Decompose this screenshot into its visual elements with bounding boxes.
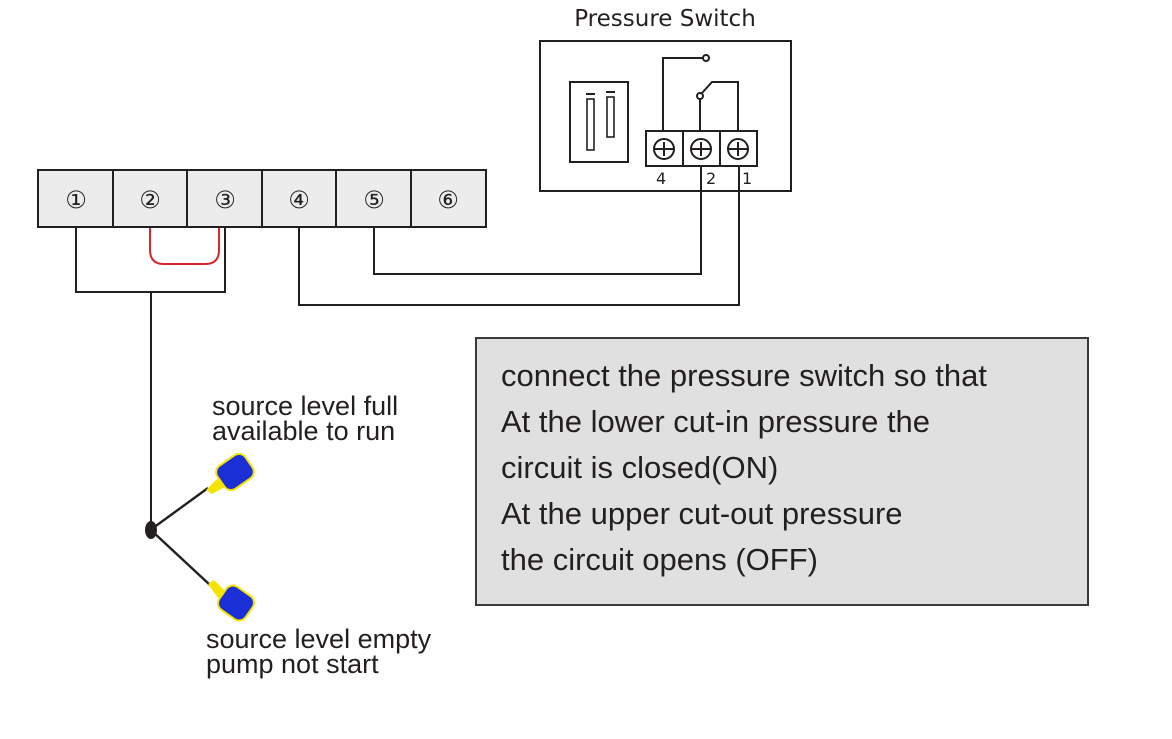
ps-terminal-label: 2 — [706, 169, 717, 188]
terminal-4: ④ — [288, 186, 310, 214]
terminal-3: ③ — [214, 186, 236, 214]
ps-terminal-label: 1 — [742, 169, 753, 188]
float-lower-label-line: pump not start — [206, 649, 379, 679]
wires — [75, 166, 740, 528]
pressure-switch-title: Pressure Switch — [574, 6, 756, 32]
instruction-note: connect the pressure switch so that At t… — [475, 337, 1089, 606]
terminal-1: ① — [65, 186, 87, 214]
pressure-switch-terminals — [645, 130, 758, 167]
ps-terminal-label: 4 — [656, 169, 667, 188]
adjustment-block — [569, 81, 629, 163]
wire-5-to-ps2 — [373, 166, 702, 275]
switch-contacts — [662, 54, 739, 130]
float-lower-icon — [208, 580, 255, 622]
float-lower-label: source level empty pump not start — [206, 624, 432, 679]
terminal-2: ② — [139, 186, 161, 214]
float-upper-label: source level full available to run — [212, 391, 399, 446]
float-upper-label-line: source level full — [212, 391, 399, 421]
terminal-6: ⑥ — [437, 186, 459, 214]
screw-icon — [727, 138, 749, 160]
note-line: the circuit opens (OFF) — [501, 542, 818, 577]
float-upper-label-line: available to run — [212, 416, 396, 446]
float-lower-label-line: source level empty — [206, 624, 432, 654]
float-upper-icon — [206, 452, 255, 494]
wire-4-to-ps1 — [298, 166, 740, 306]
junction-node — [145, 521, 157, 539]
terminal-5: ⑤ — [363, 186, 385, 214]
note-line: At the upper cut-out pressure — [501, 496, 903, 531]
float-switch — [145, 452, 255, 622]
screw-icon — [690, 138, 712, 160]
terminal-block — [37, 169, 487, 228]
screw-icon — [653, 138, 675, 160]
note-line: At the lower cut-in pressure the — [501, 404, 931, 439]
jumper-wire — [149, 228, 220, 265]
note-line: connect the pressure switch so that — [501, 358, 987, 393]
note-line: circuit is closed(ON) — [501, 450, 779, 485]
